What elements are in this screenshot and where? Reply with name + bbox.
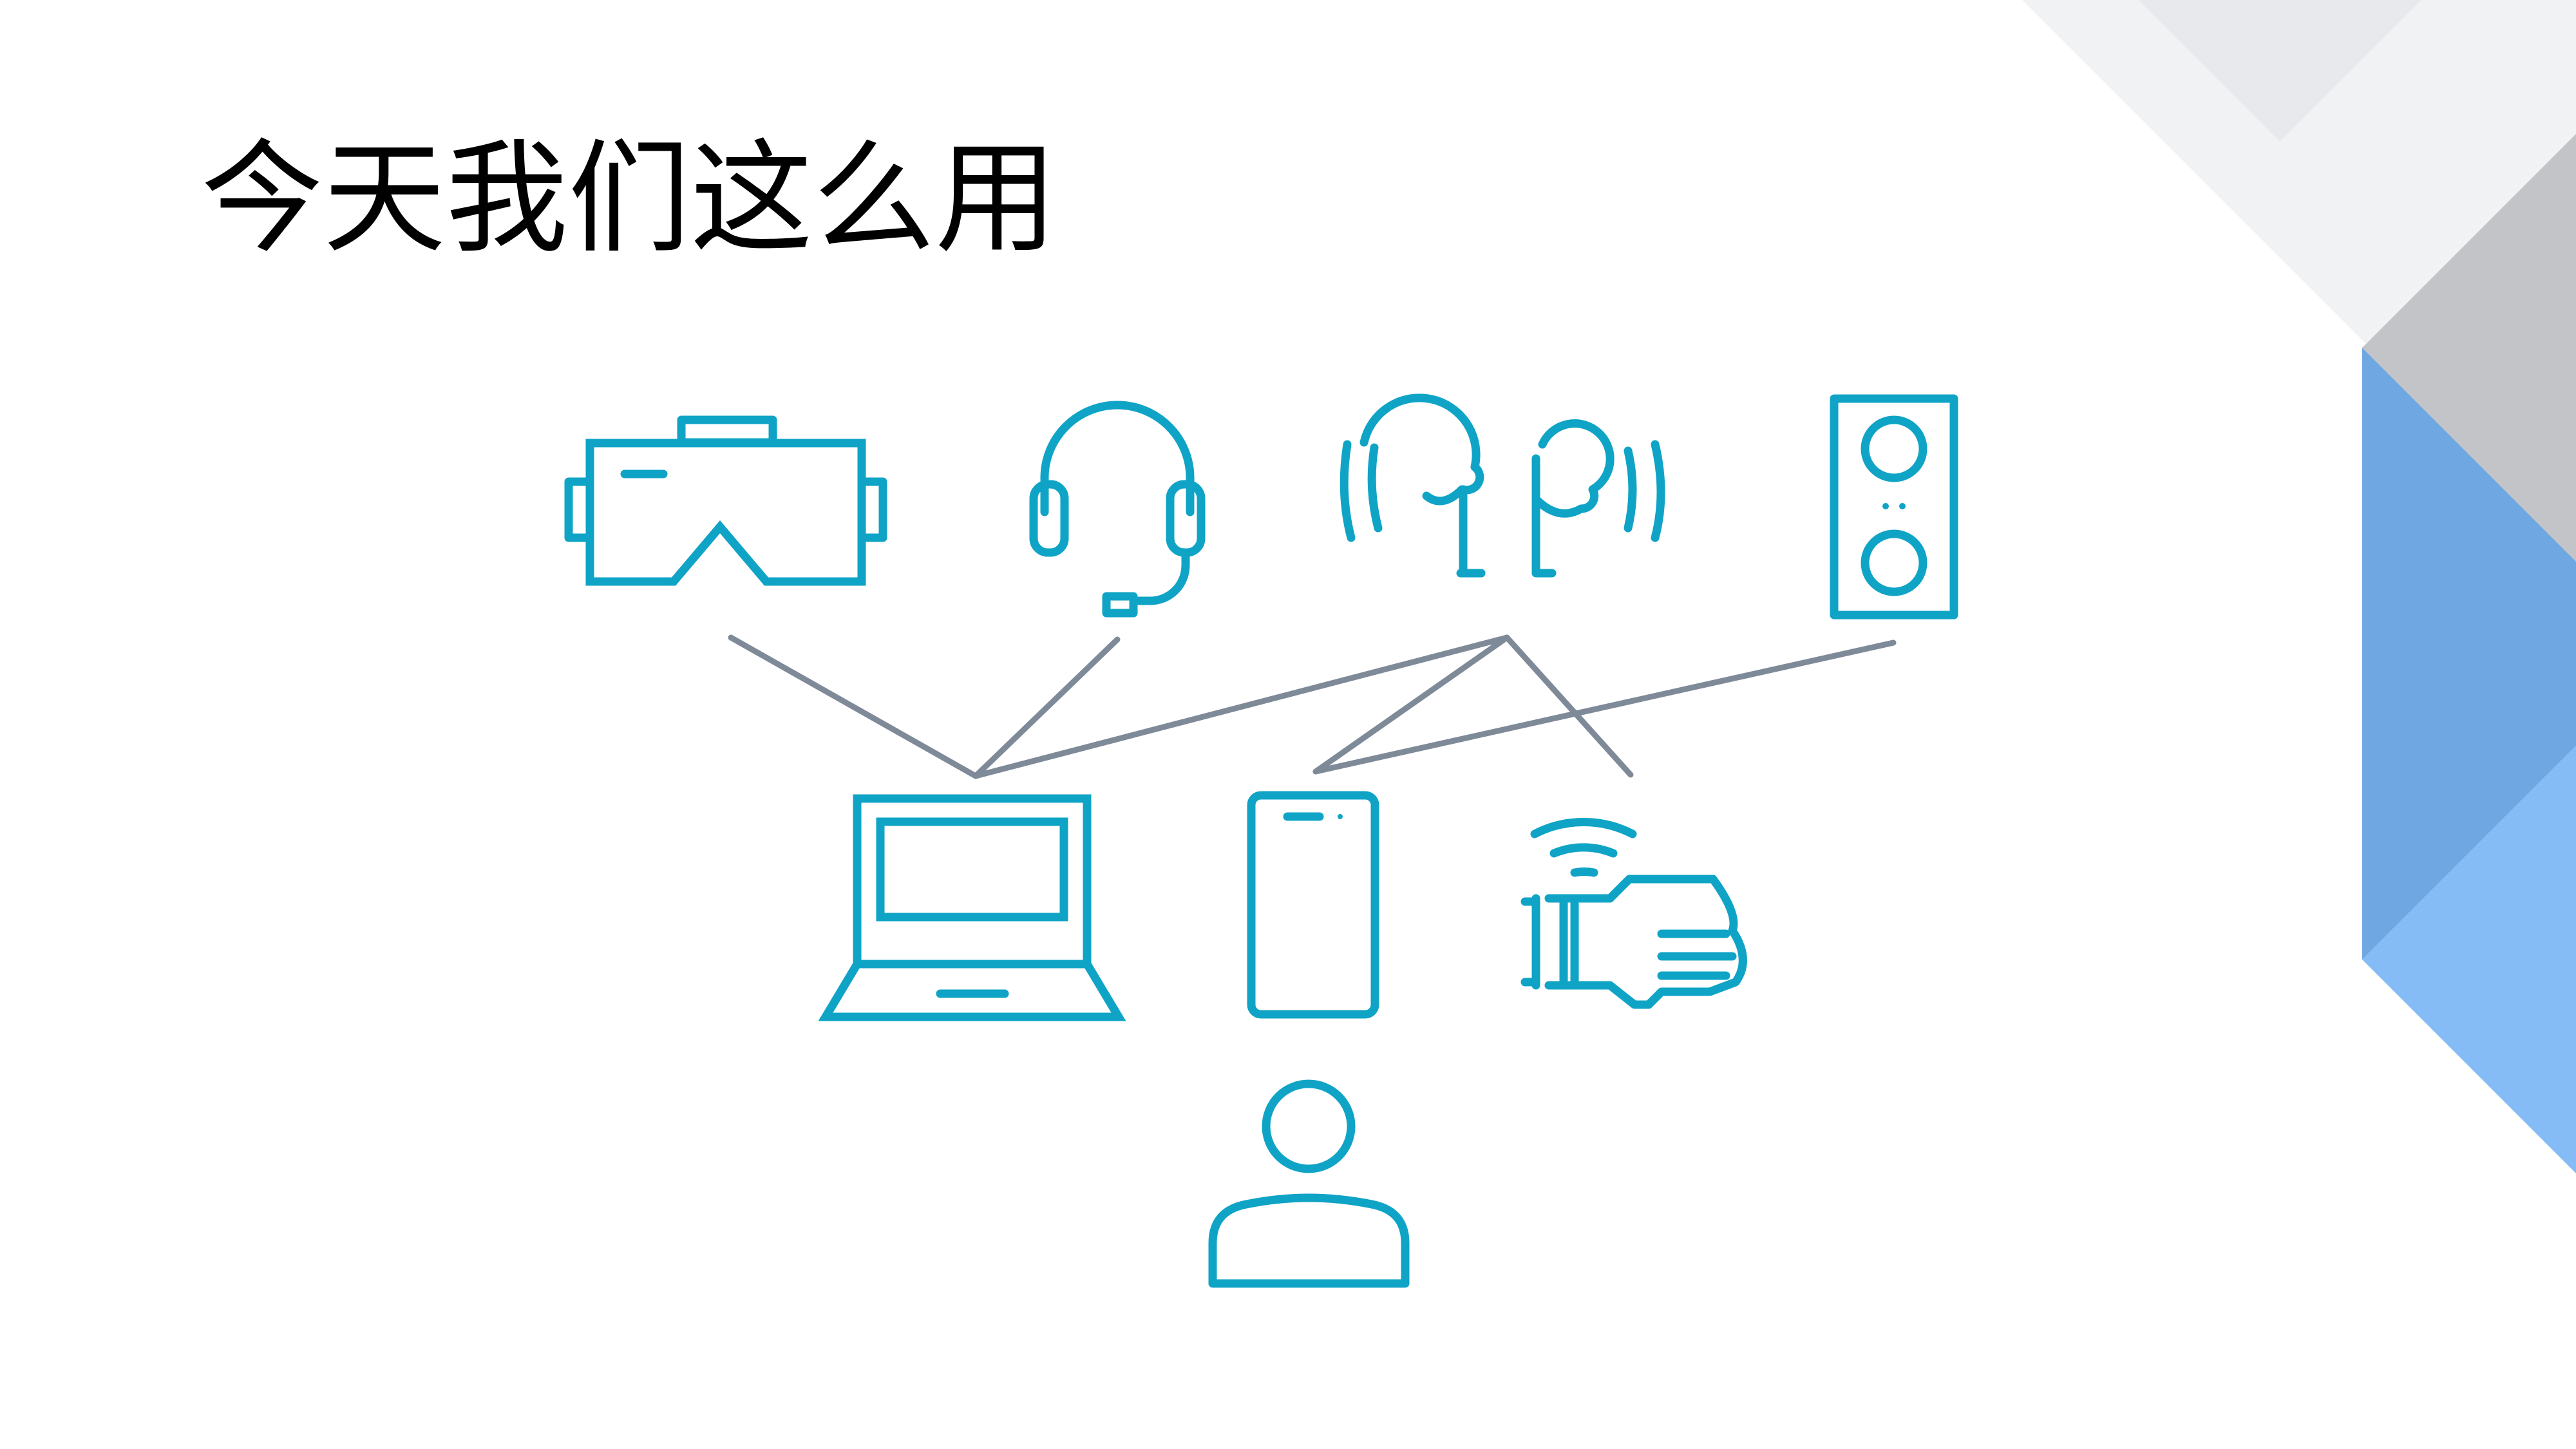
connector-vr-laptop xyxy=(728,634,979,779)
connector-speaker-phone xyxy=(1312,639,1897,775)
faint-triangle-pattern-2 xyxy=(2138,0,2421,142)
blue-triangle-mid xyxy=(2362,348,2576,960)
gray-triangle xyxy=(2362,134,2576,562)
connectors xyxy=(728,634,1897,779)
earbuds-icon xyxy=(1340,393,1665,578)
headset-icon xyxy=(1029,401,1206,618)
laptop-icon xyxy=(818,794,1126,1021)
person-icon xyxy=(1208,1079,1410,1288)
blue-triangle-light xyxy=(2362,746,2576,1173)
slide-title: 今天我们这么用 xyxy=(201,128,1058,270)
connector-headset-laptop xyxy=(972,636,1121,779)
connector-earbuds-watch xyxy=(1504,634,1634,778)
phone-icon xyxy=(1247,791,1379,1019)
smartwatch-icon xyxy=(1520,818,1747,1009)
speaker-icon xyxy=(1830,394,1958,620)
connector-earbuds-phone xyxy=(1312,634,1510,775)
vr-headset-icon xyxy=(564,415,887,586)
connector-earbuds-laptop xyxy=(972,634,1510,779)
